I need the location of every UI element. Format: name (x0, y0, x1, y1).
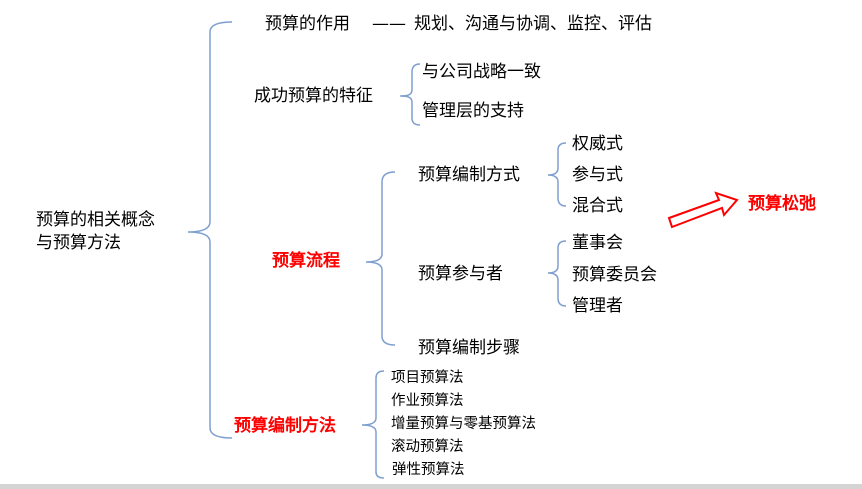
participant-item: 管理者 (572, 296, 623, 316)
role-dash: —— (372, 14, 406, 34)
compile-item: 作业预算法 (391, 393, 464, 409)
compile-item: 滚动预算法 (391, 439, 464, 455)
slack-arrow (667, 191, 739, 229)
root-line-1: 预算的相关概念 (36, 210, 155, 230)
success-item: 管理层的支持 (422, 101, 524, 121)
success-item: 与公司战略一致 (422, 62, 541, 82)
participants-label: 预算参与者 (418, 264, 503, 284)
success-label: 成功预算的特征 (254, 86, 373, 106)
root-bracket (187, 21, 233, 439)
bottom-scroll-bar (0, 484, 862, 489)
method-item: 权威式 (572, 134, 623, 154)
success-bracket (401, 63, 421, 126)
process-bracket (365, 171, 396, 346)
methods-label: 预算编制方式 (418, 165, 520, 185)
participant-item: 预算委员会 (572, 265, 657, 285)
methods-bracket (547, 142, 567, 207)
compile-item: 弹性预算法 (392, 462, 465, 478)
slack-label: 预算松弛 (748, 194, 816, 214)
steps-label: 预算编制步骤 (418, 338, 520, 358)
participant-item: 董事会 (572, 233, 623, 253)
compile-bracket (361, 370, 385, 479)
root-line-2: 与预算方法 (36, 233, 121, 253)
method-item: 混合式 (572, 196, 623, 216)
role-label: 预算的作用 (265, 14, 350, 34)
participants-bracket (547, 240, 567, 307)
role-value: 规划、沟通与协调、监控、评估 (414, 14, 652, 34)
compile-item: 项目预算法 (391, 370, 464, 386)
compile-item: 增量预算与零基预算法 (391, 416, 536, 432)
compile-label: 预算编制方法 (234, 416, 336, 436)
process-label: 预算流程 (272, 251, 340, 271)
method-item: 参与式 (572, 165, 623, 185)
